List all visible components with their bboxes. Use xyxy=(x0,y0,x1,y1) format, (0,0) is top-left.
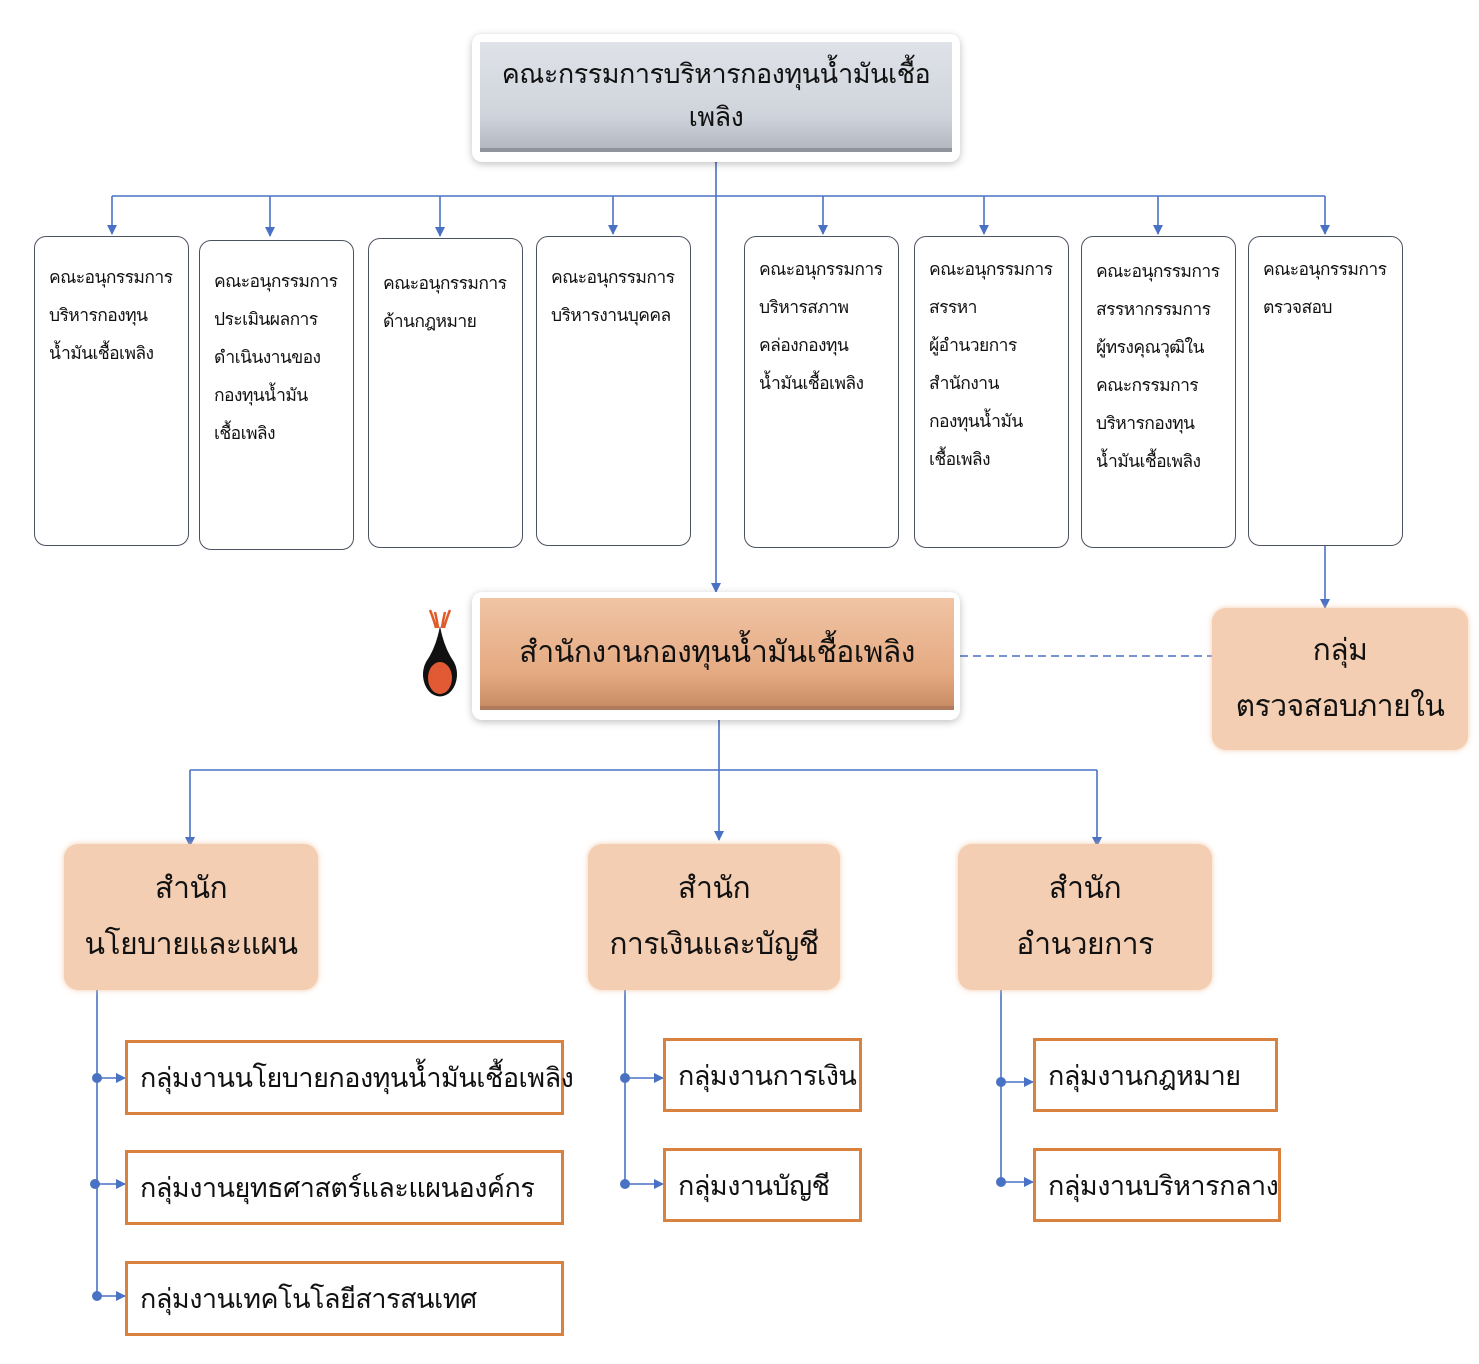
subcommittee-label: คณะอนุกรรมการ สรรหา ผู้อำนวยการ สำนักงาน… xyxy=(929,260,1053,470)
subcommittee-label: คณะอนุกรรมการ สรรหากรรมการ ผู้ทรงคุณวุฒิ… xyxy=(1096,262,1220,472)
div2-dot-1 xyxy=(620,1073,630,1083)
group-legal[interactable]: กลุ่มงานกฎหมาย xyxy=(1033,1038,1278,1112)
internal-audit-line2: ตรวจสอบภายใน xyxy=(1235,689,1445,724)
group-label: กลุ่มงานบัญชี xyxy=(678,1170,830,1202)
div1-dot-1 xyxy=(92,1073,102,1083)
division-line1: สำนัก xyxy=(1048,871,1122,906)
subcommittee-performance-evaluation[interactable]: คณะอนุกรรมการ ประเมินผลการ ดำเนินงานของ … xyxy=(199,240,354,550)
division-line1: สำนัก xyxy=(154,871,228,906)
board-box[interactable]: คณะกรรมการบริหารกองทุนน้ำมันเชื้อเพลิง xyxy=(480,42,952,152)
internal-audit-line1: กลุ่ม xyxy=(1312,633,1368,668)
subcommittee-label: คณะอนุกรรมการ บริหารงานบุคคล xyxy=(551,268,675,326)
group-finance[interactable]: กลุ่มงานการเงิน xyxy=(663,1038,862,1112)
board-title: คณะกรรมการบริหารกองทุนน้ำมันเชื้อเพลิง xyxy=(501,59,931,133)
division-line2: อำนวยการ xyxy=(1016,927,1154,962)
group-strategy-planning[interactable]: กลุ่มงานยุทธศาสตร์และแผนองค์กร xyxy=(125,1150,564,1225)
group-information-technology[interactable]: กลุ่มงานเทคโนโลยีสารสนเทศ xyxy=(125,1261,564,1336)
group-label: กลุ่มงานยุทธศาสตร์และแผนองค์กร xyxy=(140,1173,535,1204)
div1-dot-2 xyxy=(90,1179,100,1189)
division-line1: สำนัก xyxy=(677,871,751,906)
subcommittee-label: คณะอนุกรรมการ ตรวจสอบ xyxy=(1263,260,1387,318)
subcommittee-director-selection[interactable]: คณะอนุกรรมการ สรรหา ผู้อำนวยการ สำนักงาน… xyxy=(914,236,1069,548)
subcommittee-audit[interactable]: คณะอนุกรรมการ ตรวจสอบ xyxy=(1248,236,1403,546)
group-label: กลุ่มงานนโยบายกองทุนน้ำมันเชื้อเพลิง xyxy=(140,1063,574,1094)
subcommittee-expert-selection[interactable]: คณะอนุกรรมการ สรรหากรรมการ ผู้ทรงคุณวุฒิ… xyxy=(1081,236,1236,548)
group-label: กลุ่มงานการเงิน xyxy=(678,1060,857,1092)
group-fund-policy[interactable]: กลุ่มงานนโยบายกองทุนน้ำมันเชื้อเพลิง xyxy=(125,1040,574,1115)
group-label: กลุ่มงานบริหารกลาง xyxy=(1048,1170,1279,1202)
subcommittee-label: คณะอนุกรรมการ ด้านกฎหมาย xyxy=(383,274,507,332)
group-general-administration[interactable]: กลุ่มงานบริหารกลาง xyxy=(1033,1148,1281,1222)
div2-dot-2 xyxy=(620,1179,630,1189)
div3-dot-2 xyxy=(996,1177,1006,1187)
subcommittee-label: คณะอนุกรรมการ บริหารกองทุน น้ำมันเชื้อเพ… xyxy=(49,268,173,364)
division-finance-accounting[interactable]: สำนัก การเงินและบัญชี xyxy=(588,844,840,990)
div3-dot-1 xyxy=(996,1077,1006,1087)
group-accounting[interactable]: กลุ่มงานบัญชี xyxy=(663,1148,862,1222)
oil-drop-flame-logo-icon xyxy=(423,609,457,697)
division-line2: นโยบายและแผน xyxy=(84,927,298,962)
office-title: สำนักงานกองทุนน้ำมันเชื้อเพลิง xyxy=(519,634,915,670)
group-label: กลุ่มงานกฎหมาย xyxy=(1048,1060,1241,1092)
group-label: กลุ่มงานเทคโนโลยีสารสนเทศ xyxy=(140,1284,477,1315)
subcommittee-label: คณะอนุกรรมการ บริหารสภาพ คล่องกองทุน น้ำ… xyxy=(759,260,883,394)
subcommittee-legal[interactable]: คณะอนุกรรมการ ด้านกฎหมาย xyxy=(368,238,523,548)
division-administration[interactable]: สำนัก อำนวยการ xyxy=(958,844,1212,990)
div1-dot-3 xyxy=(92,1291,102,1301)
subcommittee-fund-management[interactable]: คณะอนุกรรมการ บริหารกองทุน น้ำมันเชื้อเพ… xyxy=(34,236,189,546)
internal-audit-box[interactable]: กลุ่ม ตรวจสอบภายใน xyxy=(1212,608,1468,750)
subcommittee-personnel[interactable]: คณะอนุกรรมการ บริหารงานบุคคล xyxy=(536,236,691,546)
division-policy-planning[interactable]: สำนัก นโยบายและแผน xyxy=(64,844,318,990)
subcommittee-label: คณะอนุกรรมการ ประเมินผลการ ดำเนินงานของ … xyxy=(214,272,338,444)
subcommittee-liquidity-management[interactable]: คณะอนุกรรมการ บริหารสภาพ คล่องกองทุน น้ำ… xyxy=(744,236,899,548)
division-line2: การเงินและบัญชี xyxy=(609,927,819,962)
office-box[interactable]: สำนักงานกองทุนน้ำมันเชื้อเพลิง xyxy=(480,598,954,710)
